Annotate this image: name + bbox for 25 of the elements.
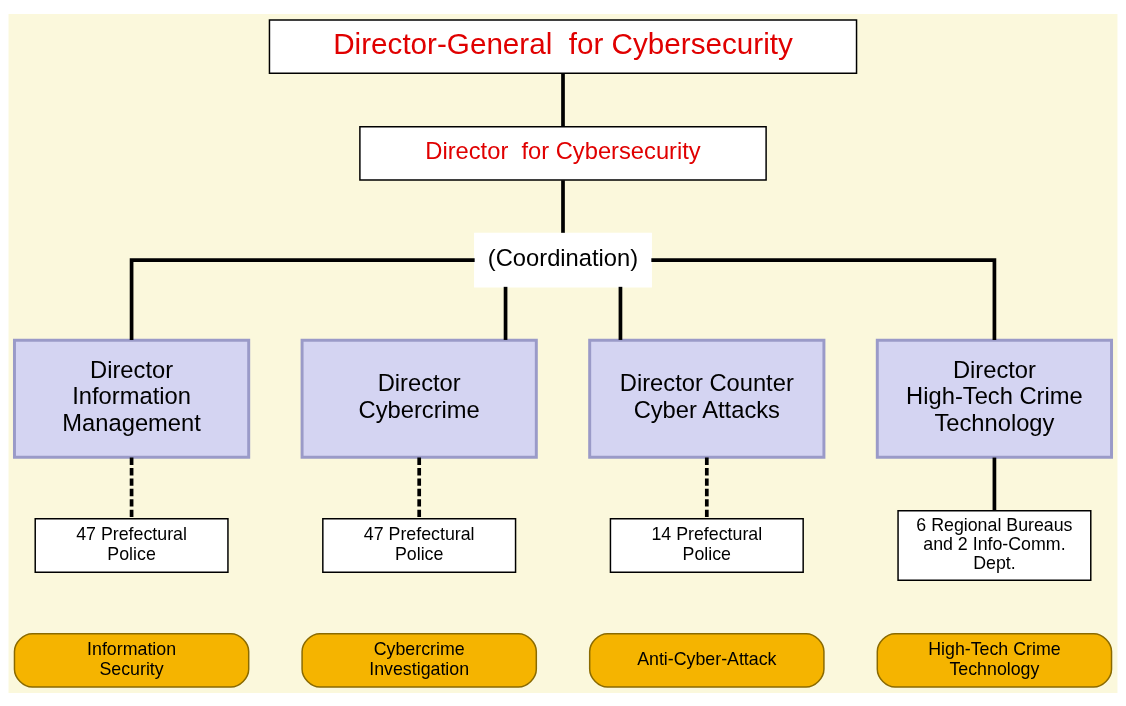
connector — [417, 457, 422, 519]
connector — [992, 457, 997, 510]
node-box: Cybercrime Investigation — [301, 632, 538, 688]
node-box: Information Security — [13, 632, 250, 688]
node-box: Director High-Tech Crime Technology — [875, 338, 1114, 459]
node-box: 6 Regional Bureaus and 2 Info-Comm. Dept. — [897, 509, 1092, 581]
connector — [503, 286, 508, 340]
node-box: Director for Cybersecurity — [359, 125, 767, 181]
connector — [129, 257, 475, 340]
node-box: 47 Prefectural Police — [322, 517, 517, 573]
node-box: Anti-Cyber-Attack — [588, 632, 825, 688]
connector — [129, 457, 134, 519]
node-box: 47 Prefectural Police — [34, 517, 229, 573]
node-box: (Coordination) — [474, 232, 652, 288]
connector — [618, 286, 623, 340]
node-box: Director-General for Cybersecurity — [268, 18, 858, 74]
connector — [561, 179, 565, 233]
connector — [651, 257, 997, 340]
connector — [561, 73, 565, 126]
node-box: Director Information Management — [12, 338, 251, 459]
node-box: 14 Prefectural Police — [609, 517, 804, 573]
node-box: Director Counter Cyber Attacks — [588, 338, 826, 459]
node-box: High-Tech Crime Technology — [876, 632, 1113, 688]
node-box: Director Cybercrime — [300, 338, 538, 459]
connector — [704, 457, 709, 519]
